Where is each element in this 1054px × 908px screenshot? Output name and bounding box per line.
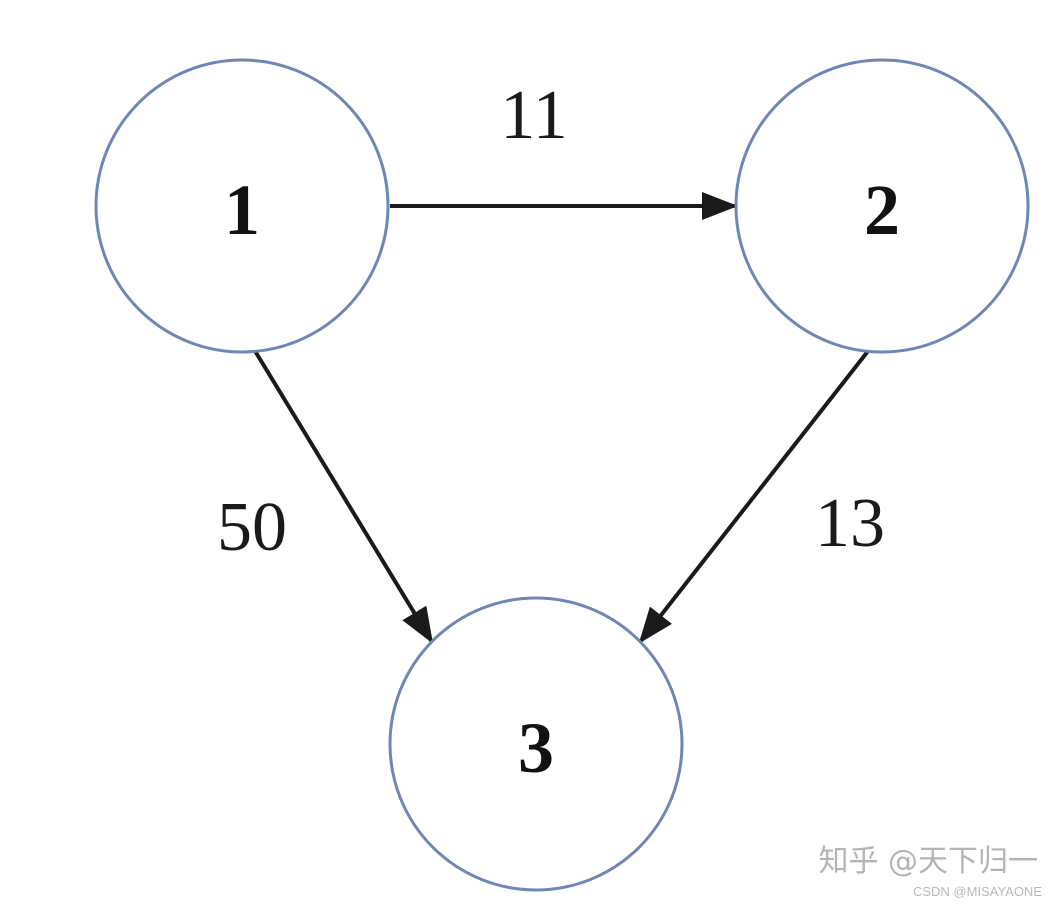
edge-2-to-3 [638, 344, 874, 644]
edge-1-to-3 [250, 344, 434, 644]
edge-1-to-2-weight: 11 [500, 77, 567, 154]
node-1-label: 1 [224, 170, 260, 250]
edge-2-to-3-weight: 13 [815, 485, 885, 562]
watermark-csdn: CSDN @MISAYAONE [912, 884, 1042, 899]
node-3-circle [388, 596, 684, 892]
edge-1-to-3-weight: 50 [217, 489, 287, 566]
node-3-label: 3 [518, 708, 554, 788]
watermark-zhihu: 知乎 @天下归一 [818, 844, 1038, 879]
node-1-circle [94, 58, 390, 354]
node-2-circle [734, 58, 1030, 354]
node-2-label: 2 [864, 170, 900, 250]
